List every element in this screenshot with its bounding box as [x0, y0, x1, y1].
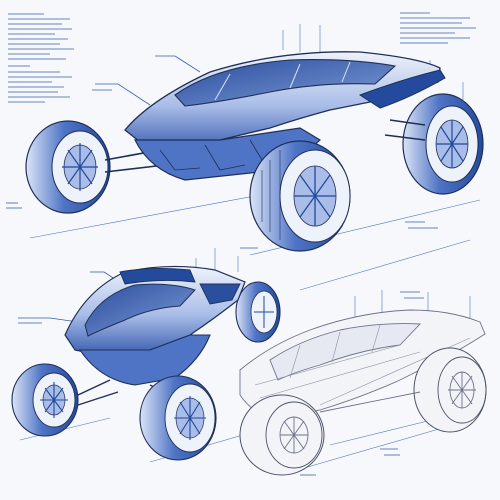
- notes-block-top-left: [8, 13, 74, 103]
- front-wheel: [11, 363, 79, 437]
- canopy-glass: [84, 283, 196, 337]
- small-blue-buggy: [11, 265, 281, 461]
- front-center-wheel: [139, 375, 217, 461]
- rear-wheel: [235, 281, 281, 343]
- front-wheel: [25, 120, 111, 214]
- rear-wheel: [413, 347, 487, 433]
- notes-block-top-right: [400, 12, 476, 44]
- large-blue-buggy: [25, 51, 484, 252]
- pencil-buggy: [239, 309, 487, 476]
- front-wheel: [239, 394, 325, 476]
- canopy-glass: [174, 59, 397, 107]
- front-center-wheel: [249, 140, 351, 252]
- rear-wheel: [402, 93, 484, 195]
- body-outline: [239, 309, 486, 421]
